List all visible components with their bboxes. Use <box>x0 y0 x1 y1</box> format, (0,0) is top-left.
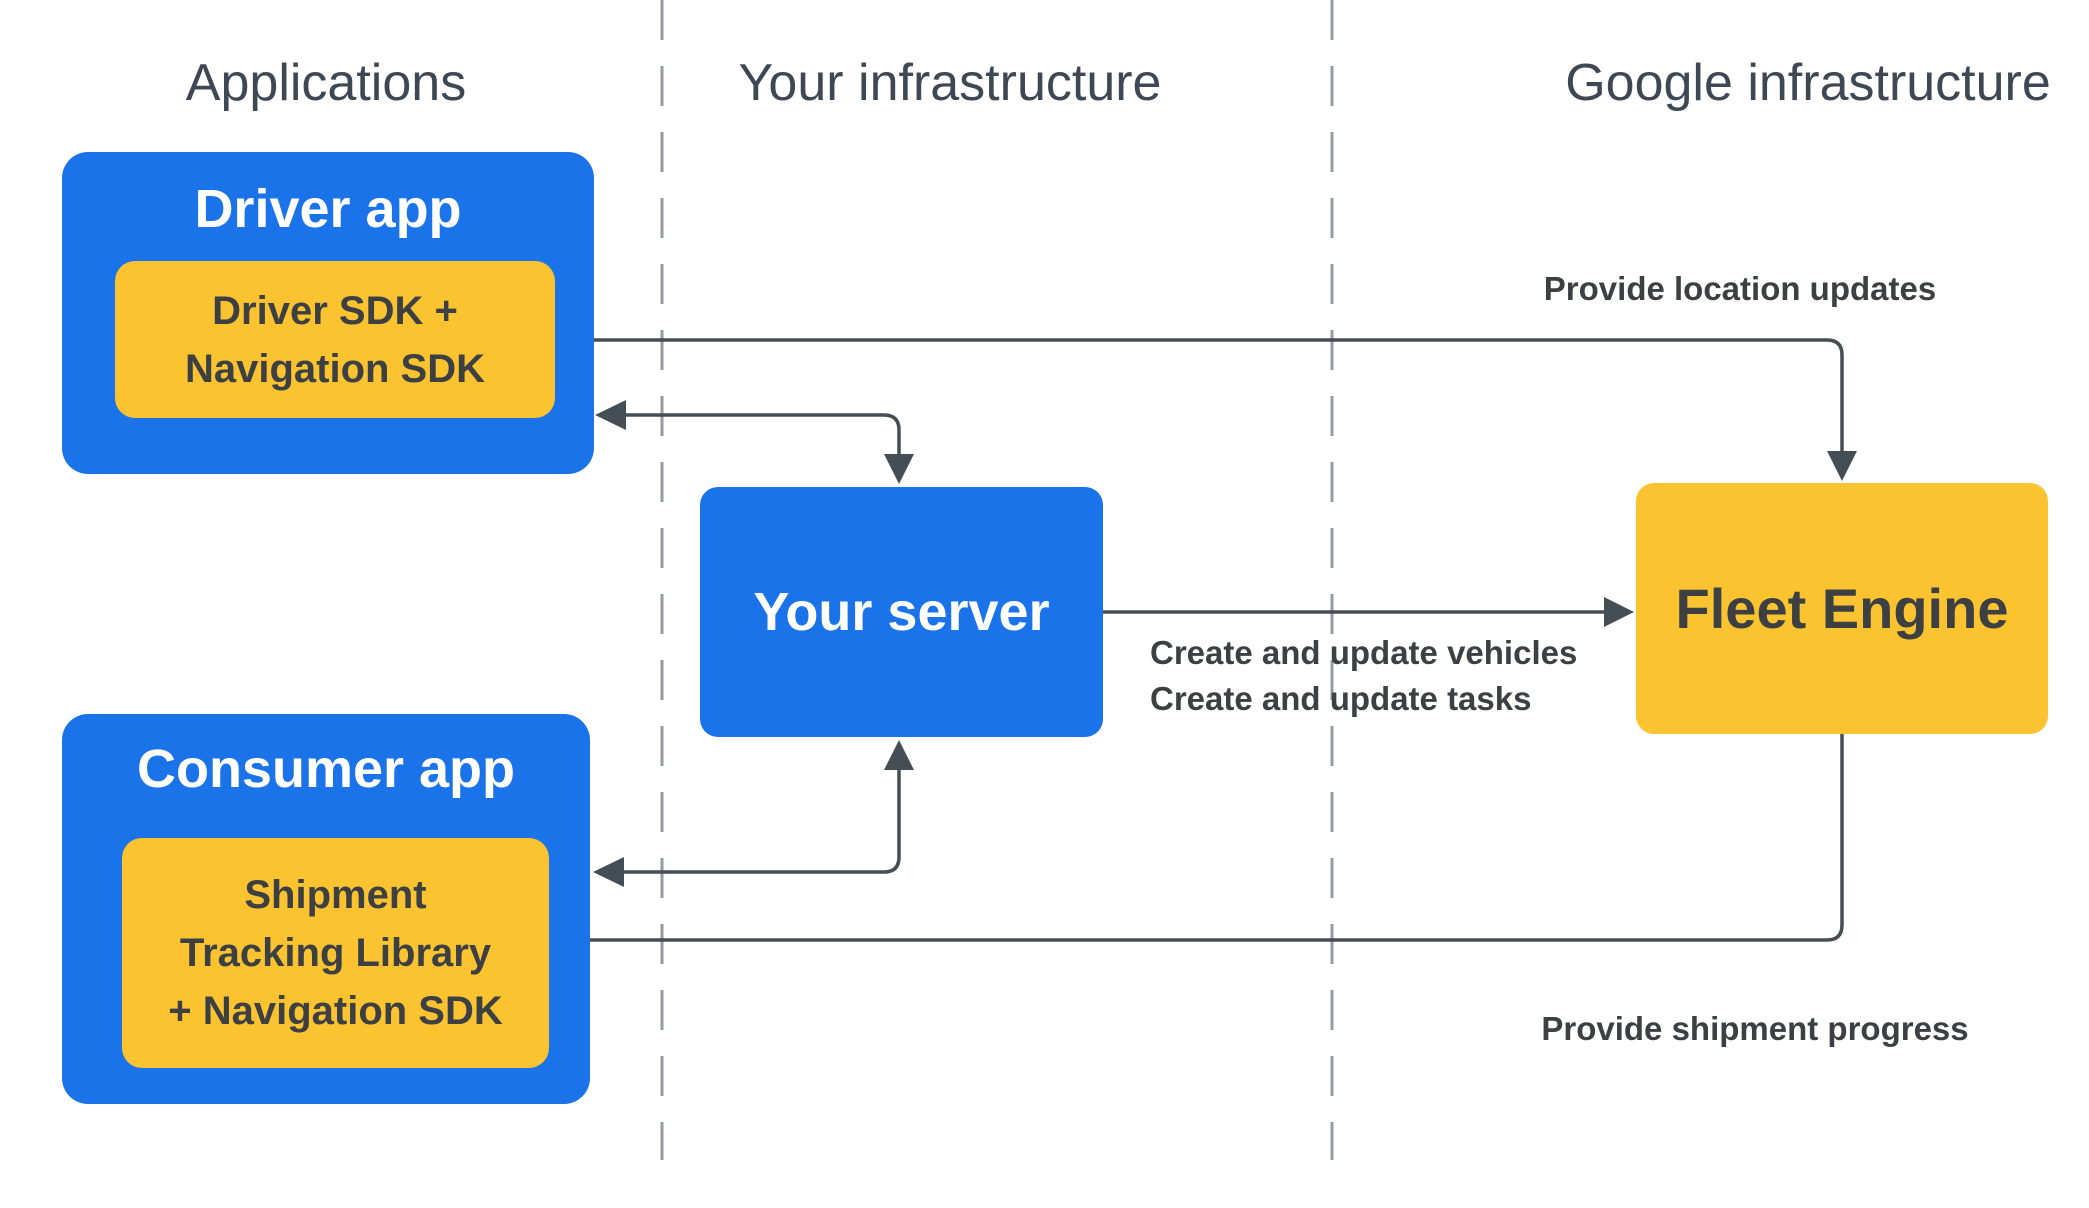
arrowhead-into-your-server-top <box>884 454 914 484</box>
column-header-applications: Applications <box>185 54 467 112</box>
driver-sdk-label-line-1: Driver SDK + <box>212 288 458 333</box>
arrowhead-into-your-server-bottom <box>884 740 914 770</box>
edge-label-create-update: Create and update vehicles Create and up… <box>1150 630 1577 722</box>
edge-label-create-update-vehicles: Create and update vehicles <box>1150 634 1578 671</box>
shipment-tracking-library-box: Shipment Tracking Library + Navigation S… <box>122 838 549 1068</box>
edge-label-provide-shipment-progress: Provide shipment progress <box>1541 1010 1969 1047</box>
shipment-lib-label-line-3: + Navigation SDK <box>168 989 503 1033</box>
connector-driver-sdk-fleet-engine <box>585 338 1844 453</box>
consumer-app-title: Consumer app <box>136 739 516 799</box>
arrowhead-into-driver-app <box>595 400 626 430</box>
arrowhead-into-fleet-engine-top <box>1827 451 1857 481</box>
connector-fleet-engine-shipment-lib <box>579 734 1844 942</box>
column-header-your-infrastructure: Your infrastructure <box>738 54 1162 112</box>
your-server-title: Your server <box>753 582 1050 642</box>
arrowhead-into-fleet-engine-left <box>1604 597 1634 627</box>
connector-driver-app-your-server <box>624 413 901 456</box>
arrowhead-into-consumer-app <box>593 857 624 887</box>
shipment-lib-label-line-2: Tracking Library <box>179 931 492 975</box>
your-server-box: Your server <box>700 487 1103 737</box>
driver-app-title: Driver app <box>194 179 462 239</box>
connector-consumer-app-your-server <box>622 768 901 874</box>
fleet-engine-title: Fleet Engine <box>1675 577 2009 640</box>
fleet-engine-box: Fleet Engine <box>1636 483 2048 734</box>
driver-sdk-box: Driver SDK + Navigation SDK <box>115 261 555 418</box>
edge-label-provide-location-updates: Provide location updates <box>1543 270 1937 307</box>
driver-sdk-label-line-2: Navigation SDK <box>184 346 486 391</box>
shipment-lib-label-line-1: Shipment <box>244 873 427 917</box>
edge-label-create-update-tasks: Create and update tasks <box>1150 680 1532 717</box>
column-header-google-infrastructure: Google infrastructure <box>1565 54 2051 112</box>
